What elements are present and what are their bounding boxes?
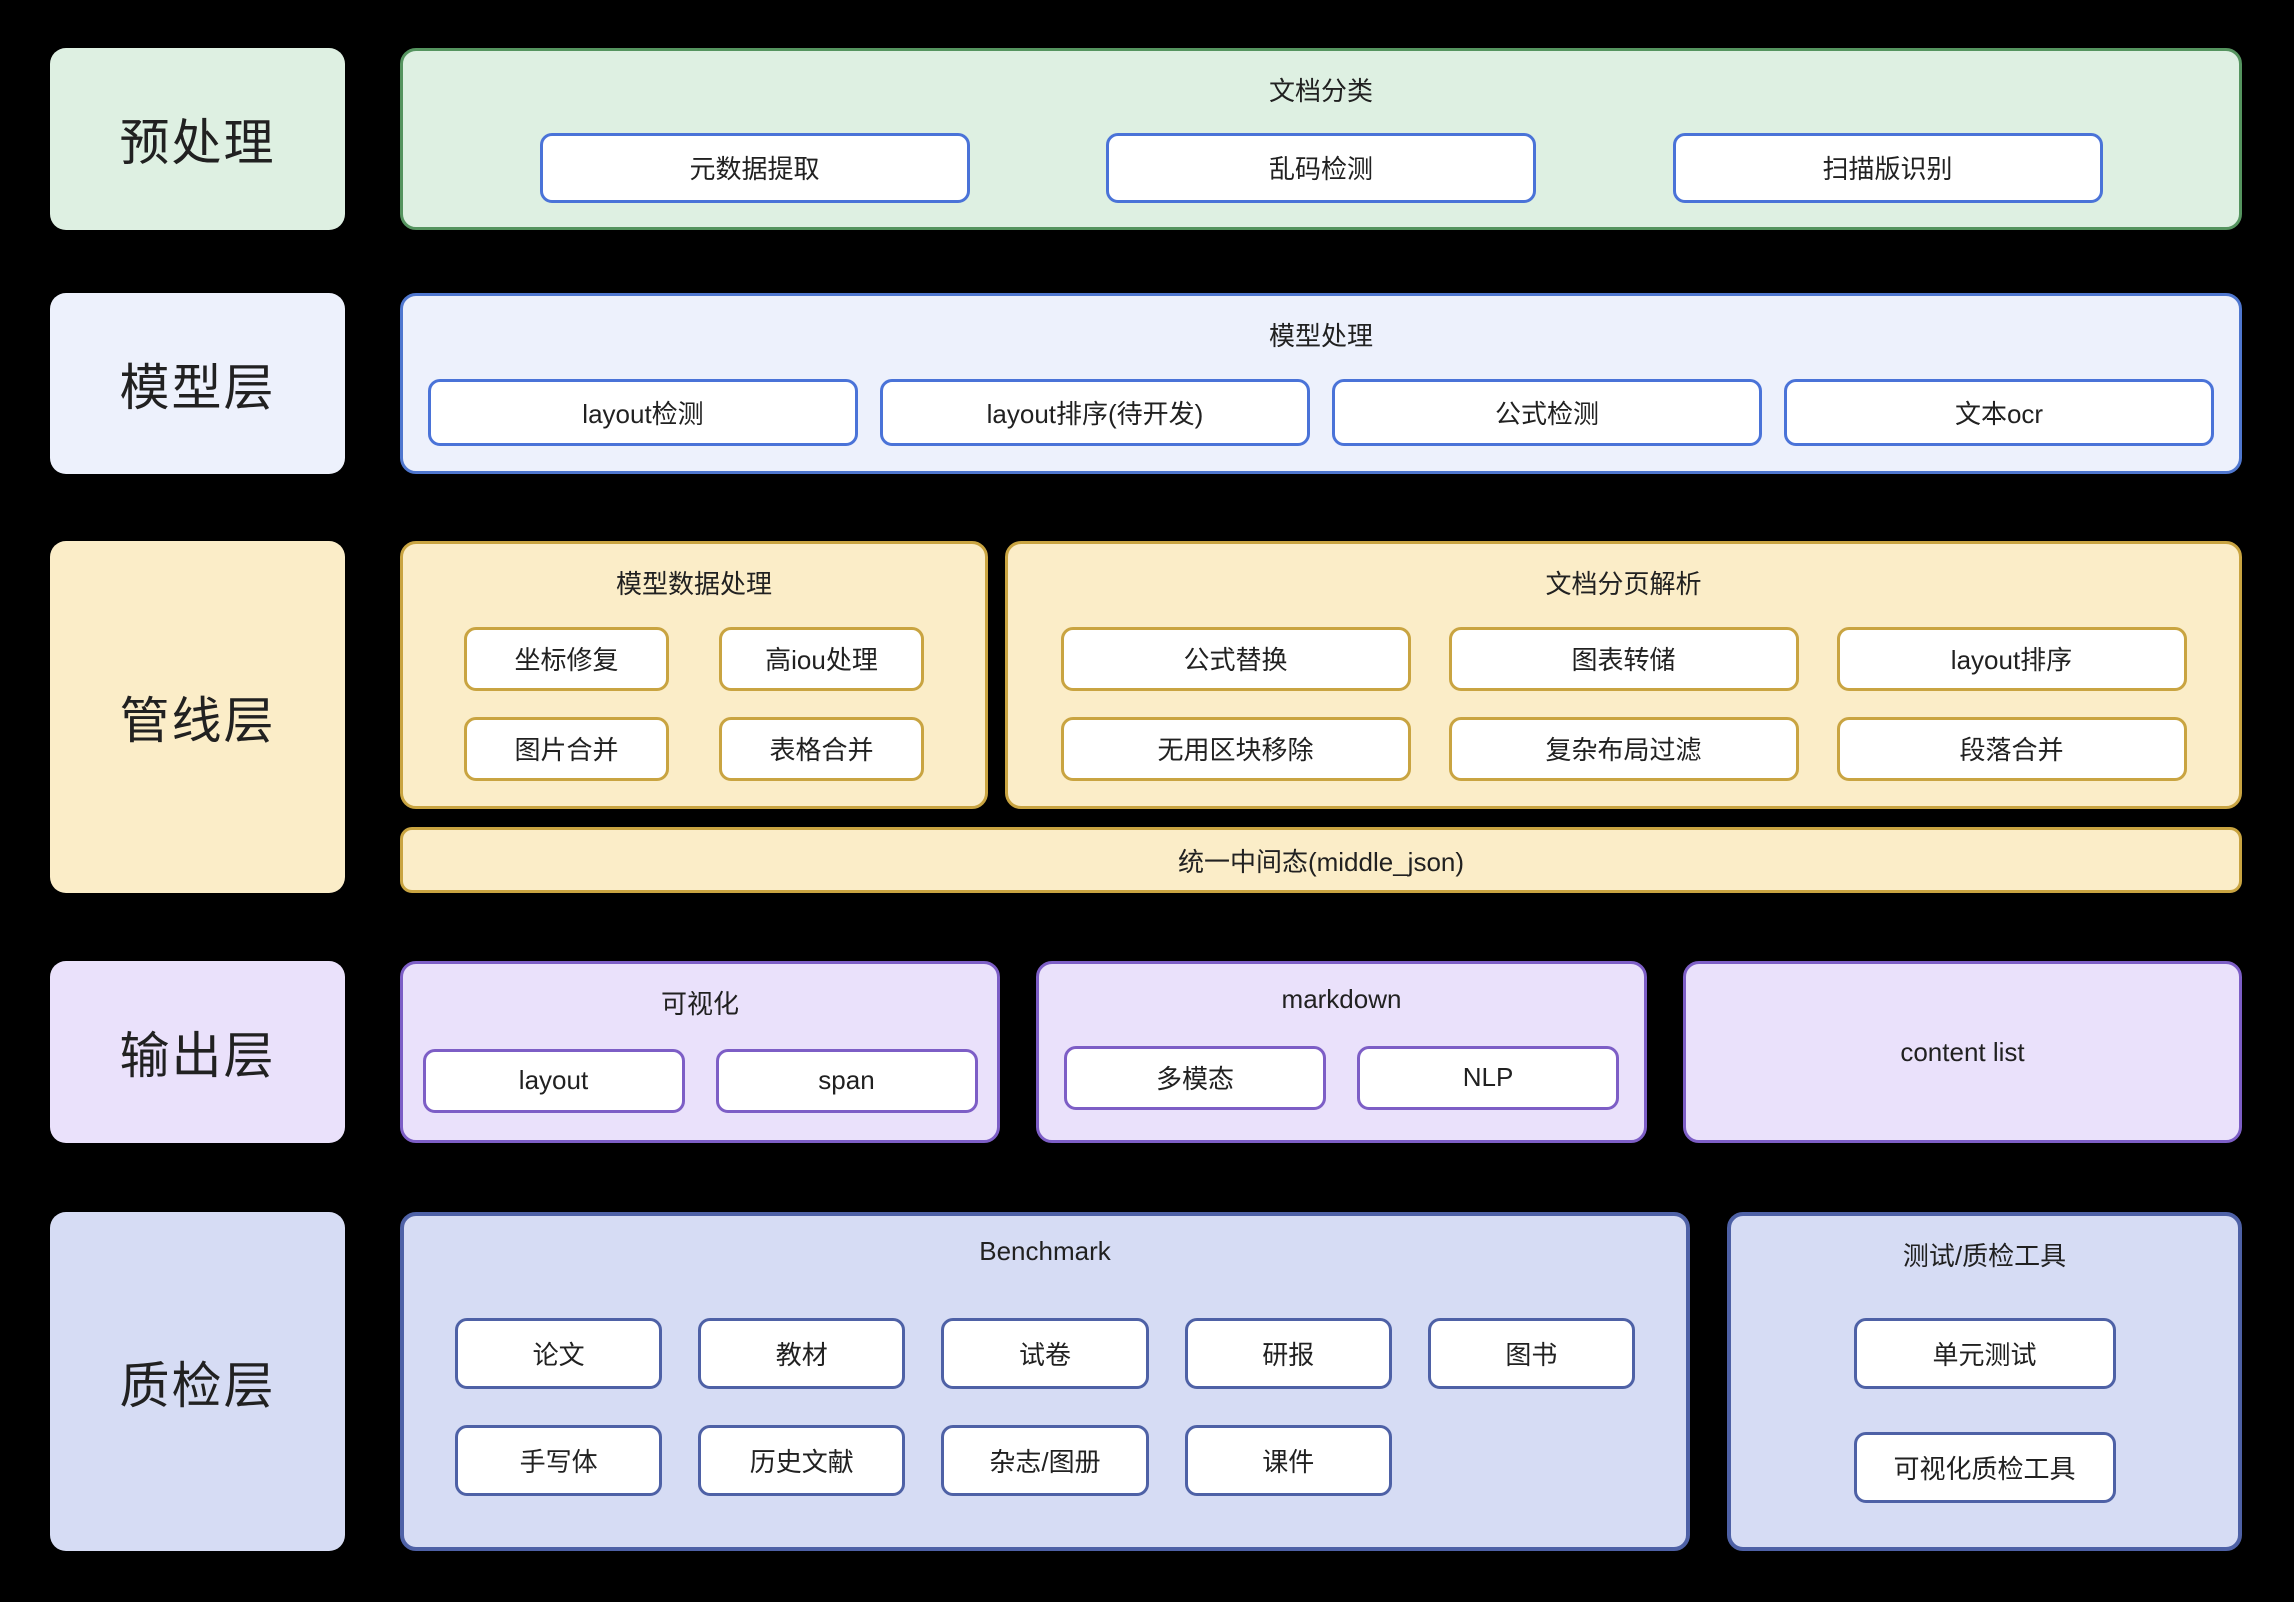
group-model-processing: 模型处理 layout检测 layout排序(待开发) 公式检测 文本ocr xyxy=(400,293,2242,474)
node-formula-replacement: 公式替换 xyxy=(1060,626,1411,691)
node-paragraph-merge: 段落合并 xyxy=(1836,716,2187,781)
layer-row-model: 模型层 模型处理 layout检测 layout排序(待开发) 公式检测 文本o… xyxy=(50,293,2242,474)
node-metadata-extraction: 元数据提取 xyxy=(539,132,970,203)
node-grid: 坐标修复 高iou处理 图片合并 表格合并 xyxy=(464,626,924,781)
layer-label-output: 输出层 xyxy=(50,961,345,1143)
node-bench-textbooks: 教材 xyxy=(698,1318,906,1389)
group-body: 多模态 NLP xyxy=(1064,1015,1619,1140)
group-title-doc-page-parsing: 文档分页解析 xyxy=(1545,569,1702,599)
node-bench-handwriting: 手写体 xyxy=(455,1425,663,1496)
layer-label-model: 模型层 xyxy=(50,293,345,474)
group-body: 元数据提取 乱码检测 扫描版识别 xyxy=(403,108,2239,227)
layer-row-preprocess: 预处理 文档分类 元数据提取 乱码检测 扫描版识别 xyxy=(50,48,2242,230)
node-bench-research-reports: 研报 xyxy=(1184,1318,1392,1389)
node-layout-sorting: layout排序 xyxy=(1836,626,2187,691)
node-formula-detection: 公式检测 xyxy=(1332,378,1762,446)
group-body: layout span xyxy=(422,1021,978,1140)
group-body: layout检测 layout排序(待开发) 公式检测 文本ocr xyxy=(403,353,2239,471)
node-vis-layout: layout xyxy=(422,1048,685,1113)
group-body: 论文 教材 试卷 研报 图书 手写体 历史文献 杂志/图册 课件 xyxy=(404,1267,1686,1547)
group-visualization: 可视化 layout span xyxy=(400,961,1000,1143)
pipeline-groups: 模型数据处理 坐标修复 高iou处理 图片合并 表格合并 文档分页解析 xyxy=(400,541,2242,809)
group-benchmark: Benchmark 论文 教材 试卷 研报 图书 手写体 历史文献 杂志/图册 … xyxy=(400,1212,1690,1551)
group-title-model-data-processing: 模型数据处理 xyxy=(615,569,772,599)
node-vis-span: span xyxy=(715,1048,978,1113)
row-content-pipeline: 模型数据处理 坐标修复 高iou处理 图片合并 表格合并 文档分页解析 xyxy=(400,541,2242,893)
node-bench-courseware: 课件 xyxy=(1184,1425,1392,1496)
group-title-model-processing: 模型处理 xyxy=(1268,321,1373,351)
row-content-model: 模型处理 layout检测 layout排序(待开发) 公式检测 文本ocr xyxy=(400,293,2242,474)
row-content-preprocess: 文档分类 元数据提取 乱码检测 扫描版识别 xyxy=(400,48,2242,230)
node-bench-papers: 论文 xyxy=(455,1318,663,1389)
group-markdown: markdown 多模态 NLP xyxy=(1036,961,1647,1143)
group-title-benchmark: Benchmark xyxy=(979,1236,1111,1266)
layer-row-qa: 质检层 Benchmark 论文 教材 试卷 研报 图书 手写体 历史文献 杂志… xyxy=(50,1212,2242,1551)
node-useless-block-removal: 无用区块移除 xyxy=(1060,716,1411,781)
node-table-merge: 表格合并 xyxy=(719,716,924,781)
node-unit-test: 单元测试 xyxy=(1853,1317,2116,1389)
group-content-list: content list xyxy=(1683,961,2242,1143)
node-chart-dump: 图表转储 xyxy=(1448,626,1799,691)
node-unified-middle-json-bar: 统一中间态(middle_json) xyxy=(400,827,2242,893)
node-bench-books: 图书 xyxy=(1427,1318,1635,1389)
node-md-nlp: NLP xyxy=(1357,1045,1619,1110)
node-complex-layout-filter: 复杂布局过滤 xyxy=(1448,716,1799,781)
layer-label-preprocess: 预处理 xyxy=(50,48,345,230)
node-grid: 论文 教材 试卷 研报 图书 手写体 历史文献 杂志/图册 课件 xyxy=(404,1318,1686,1496)
group-test-qa-tools: 测试/质检工具 单元测试 可视化质检工具 xyxy=(1727,1212,2242,1551)
node-text-ocr: 文本ocr xyxy=(1784,378,2214,446)
group-body: 公式替换 图表转储 layout排序 无用区块移除 复杂布局过滤 段落合并 xyxy=(1008,601,2239,806)
node-garbled-text-detection: 乱码检测 xyxy=(1106,132,1536,203)
node-scanned-doc-recognition: 扫描版识别 xyxy=(1672,132,2103,203)
group-model-data-processing: 模型数据处理 坐标修复 高iou处理 图片合并 表格合并 xyxy=(400,541,988,809)
row-content-qa: Benchmark 论文 教材 试卷 研报 图书 手写体 历史文献 杂志/图册 … xyxy=(400,1212,2242,1551)
layer-label-pipeline: 管线层 xyxy=(50,541,345,893)
layer-row-pipeline: 管线层 模型数据处理 坐标修复 高iou处理 图片合并 表格合并 文档分页 xyxy=(50,541,2242,893)
group-title-content-list: content list xyxy=(1900,1036,2025,1067)
node-layout-sorting-todo: layout排序(待开发) xyxy=(880,378,1310,446)
node-visual-qa-tool: 可视化质检工具 xyxy=(1853,1431,2116,1503)
layer-label-qa: 质检层 xyxy=(50,1212,345,1551)
group-body: 坐标修复 高iou处理 图片合并 表格合并 xyxy=(403,601,985,806)
node-bench-magazines-albums: 杂志/图册 xyxy=(941,1425,1149,1496)
group-body: 单元测试 可视化质检工具 xyxy=(1731,1273,2238,1547)
group-title-doc-classification: 文档分类 xyxy=(1268,76,1373,106)
node-layout-detection: layout检测 xyxy=(428,378,858,446)
node-bench-historical-docs: 历史文献 xyxy=(698,1425,906,1496)
node-md-multimodal: 多模态 xyxy=(1064,1045,1326,1110)
node-coordinate-fix: 坐标修复 xyxy=(464,626,669,691)
group-title-markdown: markdown xyxy=(1281,984,1402,1014)
layer-row-output: 输出层 可视化 layout span markdown 多模态 NLP con… xyxy=(50,961,2242,1143)
node-bench-exam-papers: 试卷 xyxy=(941,1318,1149,1389)
node-high-iou-processing: 高iou处理 xyxy=(719,626,924,691)
group-title-test-qa-tools: 测试/质检工具 xyxy=(1902,1241,2067,1271)
group-title-visualization: 可视化 xyxy=(660,989,739,1019)
node-image-merge: 图片合并 xyxy=(464,716,669,781)
group-doc-classification: 文档分类 元数据提取 乱码检测 扫描版识别 xyxy=(400,48,2242,230)
row-content-output: 可视化 layout span markdown 多模态 NLP content… xyxy=(400,961,2242,1143)
node-grid: 公式替换 图表转储 layout排序 无用区块移除 复杂布局过滤 段落合并 xyxy=(1060,626,2187,781)
group-doc-page-parsing: 文档分页解析 公式替换 图表转储 layout排序 无用区块移除 复杂布局过滤 … xyxy=(1005,541,2242,809)
